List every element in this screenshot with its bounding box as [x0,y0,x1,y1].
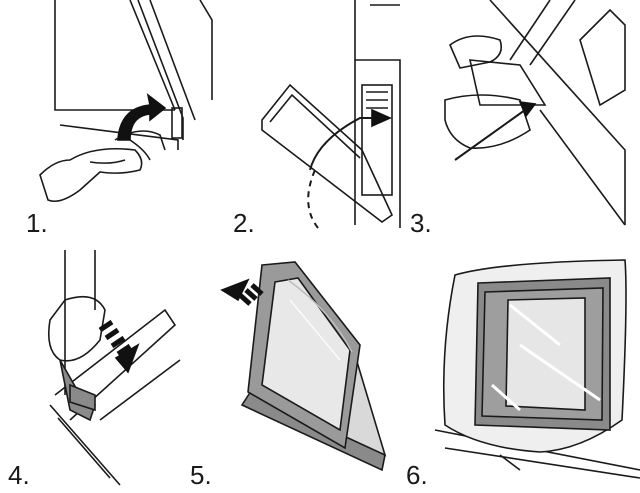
panel-5-illustration [220,261,387,472]
panel-4-illustration [47,250,181,486]
step-label-5: 5. [190,460,212,490]
oven-hinge-lever-icon [39,0,213,203]
glass-pane-slide-out-icon [240,261,387,472]
panel-6-illustration [434,259,640,479]
glass-pane-on-cloth-icon [434,259,640,479]
panel-1-illustration [39,0,213,203]
lever-arrow-icon [117,93,167,141]
step-label-2: 2. [233,208,255,238]
door-lift-out-icon [444,0,626,226]
step-label-3: 3. [410,208,432,238]
step-label-6: 6. [406,460,428,490]
slide-arrow-icon [220,278,264,306]
step-label-4: 4. [8,460,30,490]
step-label-1: 1. [26,208,48,238]
panel-3-illustration [444,0,626,226]
panel-2-illustration [261,0,401,229]
door-trim-removal-icon [47,250,181,486]
door-tilt-close-icon [261,0,401,229]
